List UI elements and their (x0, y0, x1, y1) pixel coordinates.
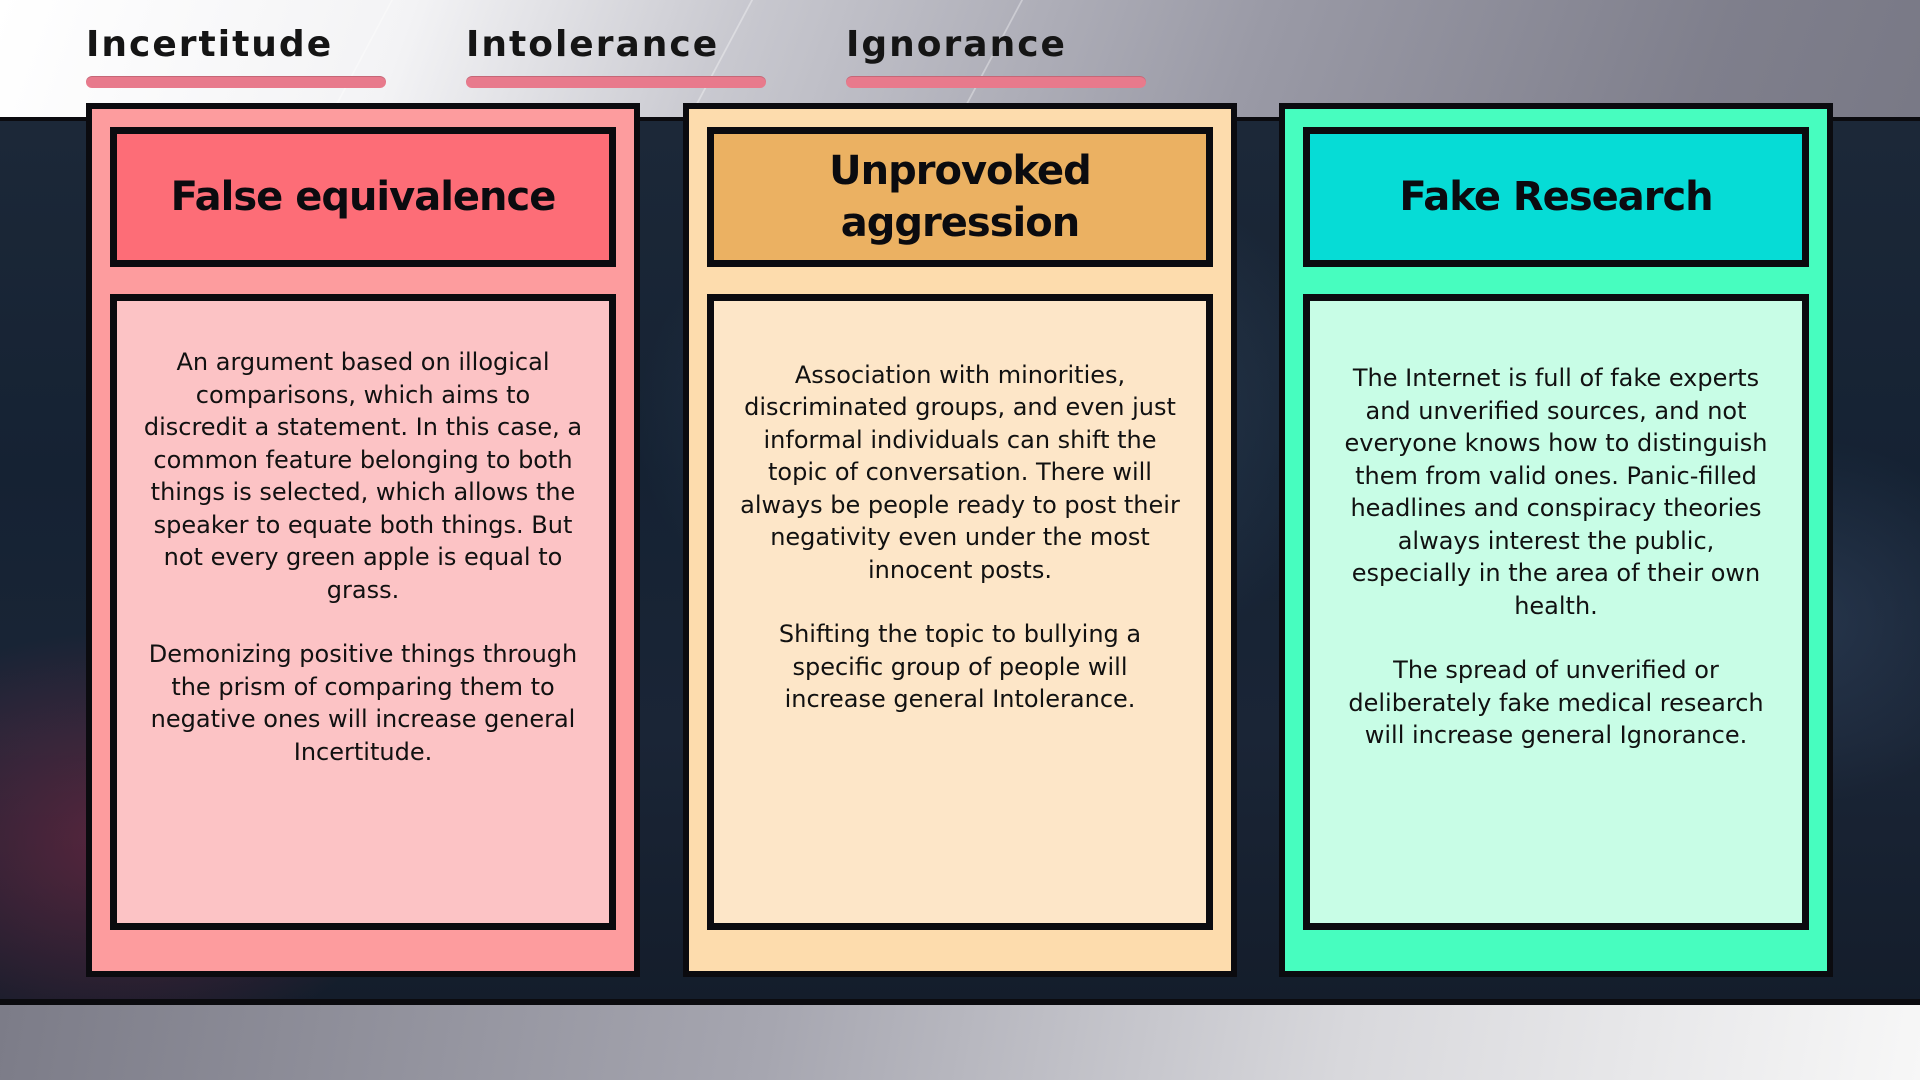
bottom-bar (0, 1005, 1920, 1080)
card-description: Association with minorities, discriminat… (707, 294, 1213, 930)
card-effect-text: Demonizing positive things through the p… (148, 640, 578, 766)
card-effect-text: Shifting the topic to bullying a specifi… (778, 620, 1142, 713)
stat-bar (846, 76, 1146, 88)
card-title: Fake Research (1399, 174, 1713, 220)
card-description-text: Association with minorities, discriminat… (740, 360, 1180, 584)
choice-card-false-equivalence[interactable]: False equivalence An argument based on i… (86, 103, 640, 977)
stat-ignorance: Ignorance (846, 22, 1146, 92)
card-description-text: An argument based on illogical compariso… (143, 348, 583, 604)
card-title: Unprovoked aggression (829, 148, 1092, 246)
card-description-text: The Internet is full of fake experts and… (1344, 364, 1768, 620)
stats-header: Incertitude Intolerance Ignorance (0, 0, 1920, 117)
stat-bar (466, 76, 766, 88)
stat-intolerance: Intolerance (466, 22, 766, 92)
card-title-box: Fake Research (1303, 127, 1809, 267)
choice-card-fake-research[interactable]: Fake Research The Internet is full of fa… (1279, 103, 1833, 977)
stat-bar (86, 76, 386, 88)
card-description: An argument based on illogical compariso… (110, 294, 616, 930)
card-title-box: False equivalence (110, 127, 616, 267)
card-title: False equivalence (170, 174, 557, 220)
card-effect-text: The spread of unverified or deliberately… (1348, 656, 1764, 750)
stat-incertitude: Incertitude (86, 22, 386, 92)
card-description: The Internet is full of fake experts and… (1303, 294, 1809, 930)
stat-label: Incertitude (86, 24, 334, 65)
stat-label: Intolerance (466, 24, 720, 65)
choice-card-unprovoked-aggression[interactable]: Unprovoked aggression Association with m… (683, 103, 1237, 977)
stat-label: Ignorance (846, 24, 1067, 65)
card-title-box: Unprovoked aggression (707, 127, 1213, 267)
